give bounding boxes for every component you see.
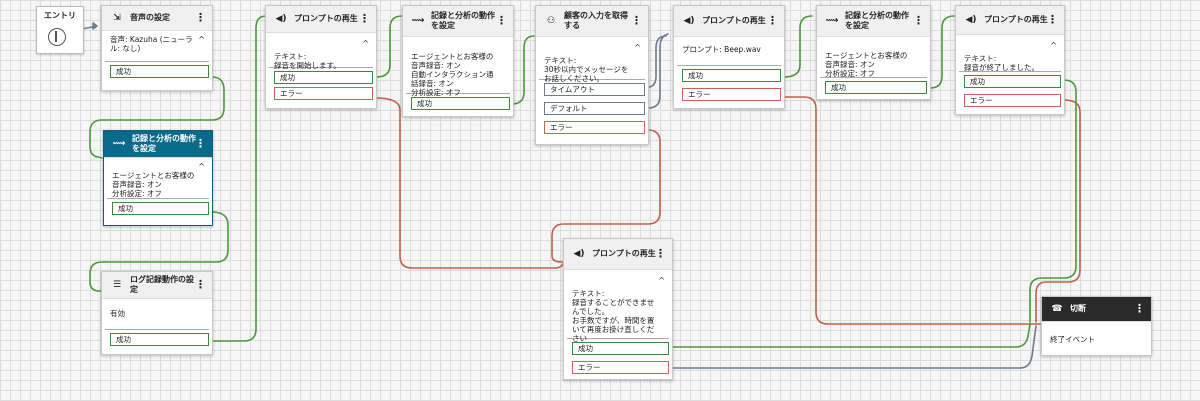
wire-input-timeout xyxy=(647,35,667,88)
collapse-icon[interactable]: ^ xyxy=(1050,41,1057,50)
more-menu-icon[interactable]: ⋮ xyxy=(195,278,206,291)
port-error[interactable]: エラー xyxy=(682,88,781,101)
play-prompt-block[interactable]: ◀) プロンプトの再生 ⋮ テキスト: 録音することができませんでした。 お手数… xyxy=(563,238,673,380)
more-menu-icon[interactable]: ⋮ xyxy=(1047,13,1058,26)
hangup-icon: ☎ xyxy=(1051,304,1063,314)
port-success[interactable]: 成功 xyxy=(110,333,209,346)
block-text: エージェントとお客様の音声録音: オン 分析設定: オフ xyxy=(825,51,908,78)
wire-prompt4-error xyxy=(671,325,1037,369)
port-success[interactable]: 成功 xyxy=(112,202,209,215)
block-title: プロンプトの再生 xyxy=(592,249,656,258)
voice-settings-block[interactable]: ⇲ 音声の設定 ⋮ 音声: Kazuha (ニューラル: なし) ^ 成功 xyxy=(101,5,213,91)
disconnect-block[interactable]: ☎ 切断 ⋮ 終了イベント xyxy=(1041,296,1152,356)
port-success[interactable]: 成功 xyxy=(682,69,781,82)
speaker-icon: ◀) xyxy=(573,249,585,259)
more-menu-icon[interactable]: ⋮ xyxy=(496,14,507,27)
wire-prompt4-success xyxy=(671,323,1031,348)
entry-node[interactable]: エントリ xyxy=(36,6,84,54)
wire-prompt1-rec2 xyxy=(375,15,403,78)
block-text: 終了イベント xyxy=(1050,335,1095,344)
port-success[interactable]: 成功 xyxy=(964,75,1061,88)
port-success[interactable]: 成功 xyxy=(274,71,373,84)
wire-prompt1-prompt4 xyxy=(375,97,565,269)
port-error[interactable]: エラー xyxy=(572,361,669,374)
speaker-icon: ◀) xyxy=(965,15,977,25)
collapse-icon[interactable]: ^ xyxy=(634,43,641,52)
block-title: 記録と分析の動作を設定 xyxy=(431,11,495,30)
recording-settings-block[interactable]: ⟿ 記録と分析の動作を設定 ⋮ エージェントとお客様の音声録音: オン 分析設定… xyxy=(816,5,931,100)
block-title: プロンプトの再生 xyxy=(702,16,766,25)
collapse-icon[interactable]: ^ xyxy=(198,162,205,171)
more-menu-icon[interactable]: ⋮ xyxy=(195,11,206,24)
more-menu-icon[interactable]: ⋮ xyxy=(655,247,666,260)
collapse-icon[interactable]: ^ xyxy=(198,35,205,44)
wire-voice-rec1 xyxy=(89,76,225,159)
block-text: テキスト: 録音を開始します。 xyxy=(274,52,341,70)
recording-settings-block[interactable]: ⟿ 記録と分析の動作を設定 ⋮ エージェントとお客様の音声録音: オン 分析設定… xyxy=(103,130,213,226)
port-error[interactable]: エラー xyxy=(964,94,1061,107)
block-text: エージェントとお客様の音声録音: オン 分析設定: オフ xyxy=(112,171,195,198)
more-menu-icon[interactable]: ⋮ xyxy=(767,14,778,27)
recording-icon: ⟿ xyxy=(112,139,126,149)
logging-icon: ☰ xyxy=(112,280,122,290)
collapse-icon[interactable]: ^ xyxy=(362,39,369,48)
play-prompt-block[interactable]: ◀) プロンプトの再生 ⋮ テキスト: 録音を開始します。 ^ 成功 エラー xyxy=(265,5,377,109)
wire-log-prompt1 xyxy=(211,15,267,342)
customer-input-icon: ⚇ xyxy=(546,16,556,26)
port-success[interactable]: 成功 xyxy=(572,342,669,355)
wire-prompt3-success xyxy=(1029,79,1077,323)
port-default[interactable]: デフォルト xyxy=(544,102,645,115)
block-title: プロンプトの再生 xyxy=(294,14,358,23)
logging-settings-block[interactable]: ☰ ログ記録動作の設定 ⋮ 有効 成功 xyxy=(101,271,213,355)
collapse-icon[interactable]: ^ xyxy=(658,276,665,285)
block-title: 音声の設定 xyxy=(130,13,170,22)
recording-settings-block[interactable]: ⟿ 記録と分析の動作を設定 ⋮ エージェントとお客様の音声録音: オン 自動イン… xyxy=(402,5,514,117)
block-title: 顧客の入力を取得する xyxy=(564,11,628,30)
block-text: テキスト: 30秒以内でメッセージをお話しください。 xyxy=(544,56,629,83)
port-success[interactable]: 成功 xyxy=(825,81,927,94)
speaker-icon: ◀) xyxy=(683,16,695,26)
voice-settings-icon: ⇲ xyxy=(113,13,121,23)
wire-prompt3-error xyxy=(1035,99,1081,323)
block-title: 切断 xyxy=(1070,304,1086,313)
wire-rec2-input xyxy=(511,35,535,105)
wire-rec1-log xyxy=(89,211,229,292)
port-timeout[interactable]: タイムアウト xyxy=(544,83,645,96)
block-text: テキスト: 録音が終了しました。 xyxy=(964,54,1039,72)
block-text: プロンプト: Beep.wav xyxy=(682,45,761,54)
wire-prompt2-disconnect xyxy=(783,96,1041,325)
entry-point-icon xyxy=(48,28,66,46)
block-title: プロンプトの再生 xyxy=(984,15,1048,24)
recording-icon: ⟿ xyxy=(825,16,839,26)
wire-prompt2-rec3 xyxy=(783,15,813,78)
block-text: 音声: Kazuha (ニューラル: なし) xyxy=(110,35,193,53)
more-menu-icon[interactable]: ⋮ xyxy=(195,137,206,150)
more-menu-icon[interactable]: ⋮ xyxy=(359,12,370,25)
more-menu-icon[interactable]: ⋮ xyxy=(913,14,924,27)
wire-rec3-prompt3 xyxy=(929,15,955,89)
port-success[interactable]: 成功 xyxy=(411,97,510,110)
block-text: 有効 xyxy=(110,309,125,318)
entry-label: エントリ xyxy=(44,11,76,20)
wire-input-default xyxy=(647,33,669,109)
port-error[interactable]: エラー xyxy=(544,121,645,134)
recording-icon: ⟿ xyxy=(411,16,425,26)
get-customer-input-block[interactable]: ⚇ 顧客の入力を取得する ⋮ テキスト: 30秒以内でメッセージをお話しください… xyxy=(535,5,649,145)
more-menu-icon[interactable]: ⋮ xyxy=(631,14,642,27)
play-prompt-block[interactable]: ◀) プロンプトの再生 ⋮ プロンプト: Beep.wav 成功 エラー xyxy=(673,5,785,109)
block-title: 記録と分析の動作を設定 xyxy=(132,134,196,153)
port-error[interactable]: エラー xyxy=(274,87,373,100)
block-title: ログ記録動作の設定 xyxy=(130,275,194,294)
play-prompt-block[interactable]: ◀) プロンプトの再生 ⋮ テキスト: 録音が終了しました。 ^ 成功 エラー xyxy=(955,5,1065,115)
more-menu-icon[interactable]: ⋮ xyxy=(1134,302,1145,315)
block-title: 記録と分析の動作を設定 xyxy=(845,11,909,30)
wire-input-prompt4 xyxy=(551,129,661,263)
port-success[interactable]: 成功 xyxy=(110,65,209,78)
block-text: エージェントとお客様の音声録音: オン 自動インタラクション通話録音: オン 分… xyxy=(411,52,494,97)
arrow xyxy=(92,22,98,30)
speaker-icon: ◀) xyxy=(275,14,287,24)
